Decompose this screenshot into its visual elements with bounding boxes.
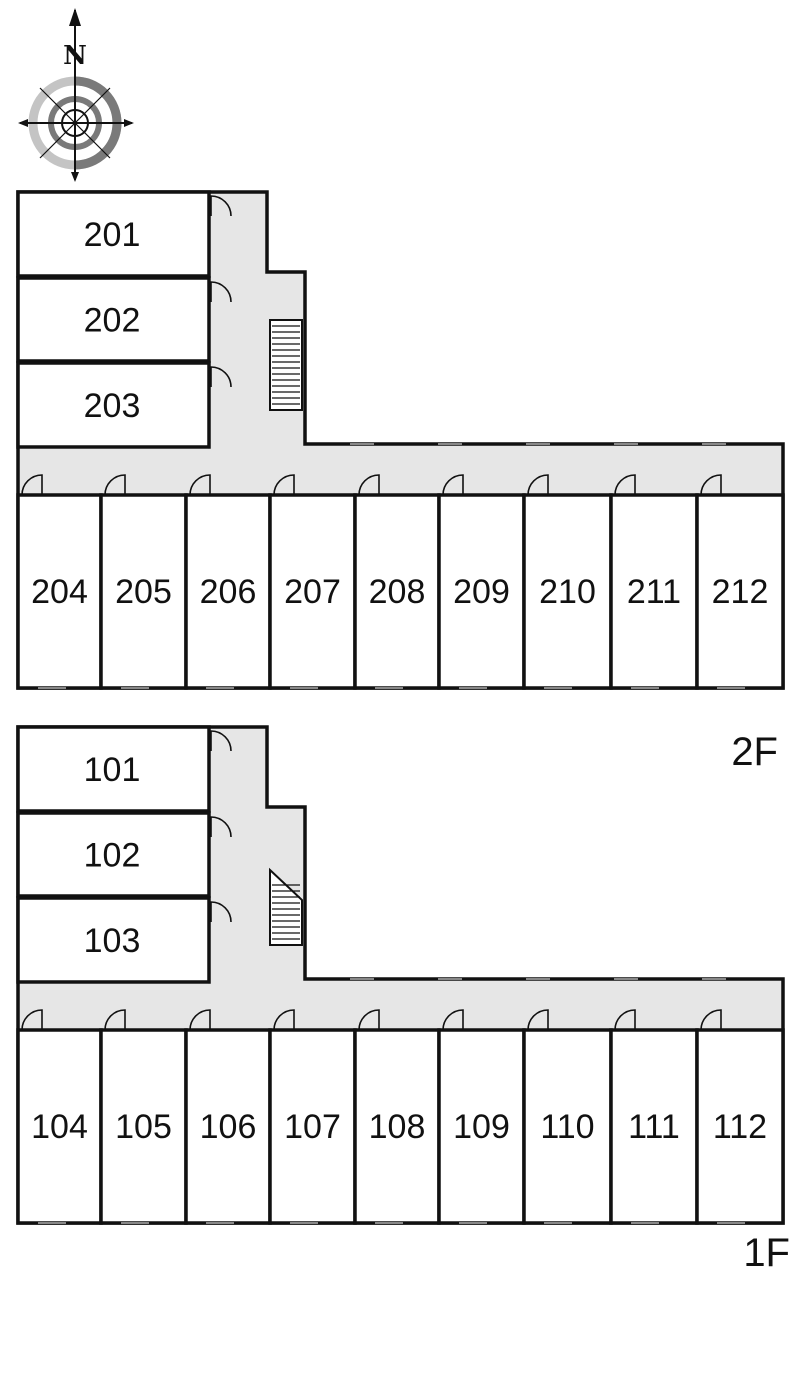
- room-label-206: 206: [200, 573, 257, 611]
- room-108: [353, 1028, 441, 1225]
- room-209: [437, 493, 526, 690]
- room-107: [268, 1028, 357, 1225]
- door-symbol: [273, 1009, 295, 1031]
- room-label-201: 201: [84, 216, 141, 254]
- door-symbol: [104, 1009, 126, 1031]
- room-label-202: 202: [84, 302, 141, 340]
- room-206: [184, 493, 272, 690]
- room-211: [609, 493, 699, 690]
- room-label-111: 111: [628, 1108, 680, 1146]
- door-symbol: [273, 474, 295, 496]
- room-label-208: 208: [369, 573, 426, 611]
- floor-label-2f: 2F: [731, 730, 778, 774]
- door-symbol: [700, 474, 722, 496]
- room-label-110: 110: [540, 1108, 594, 1146]
- door-symbol: [527, 1009, 549, 1031]
- room-202: [16, 276, 211, 363]
- door-symbol: [442, 474, 464, 496]
- door-symbol: [614, 474, 636, 496]
- door-symbol: [210, 195, 232, 217]
- compass-rose-icon: N: [18, 8, 134, 182]
- door-symbol: [527, 474, 549, 496]
- door-symbol: [189, 1009, 211, 1031]
- door-symbol: [442, 1009, 464, 1031]
- door-symbol: [210, 281, 232, 303]
- room-label-212: 212: [712, 573, 769, 611]
- room-label-106: 106: [200, 1108, 257, 1146]
- room-label-108: 108: [369, 1108, 426, 1146]
- stairs-icon: [269, 319, 303, 411]
- room-110: [522, 1028, 613, 1225]
- door-symbol: [189, 474, 211, 496]
- room-label-101: 101: [84, 751, 141, 789]
- room-105: [99, 1028, 188, 1225]
- door-symbol: [700, 1009, 722, 1031]
- floor-2f-plan: 201 202 203 204 205 206 207 208 209 210 211 212: [16, 190, 785, 690]
- room-201: [16, 190, 211, 278]
- room-103: [16, 896, 211, 984]
- room-label-112: 112: [713, 1108, 767, 1146]
- door-symbol: [210, 901, 232, 923]
- room-label-210: 210: [539, 573, 596, 611]
- door-symbol: [210, 730, 232, 752]
- door-symbol: [21, 1009, 43, 1031]
- room-101: [16, 725, 211, 813]
- floor-label-1f: 1F: [743, 1231, 790, 1275]
- compass-north-label: N: [63, 41, 87, 71]
- room-label-205: 205: [115, 573, 172, 611]
- door-symbol: [358, 474, 380, 496]
- room-203: [16, 361, 211, 449]
- room-label-103: 103: [84, 922, 141, 960]
- room-label-107: 107: [284, 1108, 341, 1146]
- floor-1f-plan: 101 102 103 104 105 106 107 108 109 110 111 112: [16, 725, 785, 1225]
- room-112: [695, 1028, 785, 1225]
- room-label-104: 104: [31, 1108, 88, 1146]
- door-symbol: [358, 1009, 380, 1031]
- room-label-102: 102: [84, 837, 141, 875]
- room-205: [99, 493, 188, 690]
- door-symbol: [614, 1009, 636, 1031]
- door-symbol: [210, 816, 232, 838]
- door-symbol: [210, 366, 232, 388]
- room-204: [16, 493, 103, 690]
- room-106: [184, 1028, 272, 1225]
- room-label-204: 204: [31, 573, 88, 611]
- room-label-209: 209: [453, 573, 510, 611]
- door-symbol: [104, 474, 126, 496]
- door-symbol: [21, 474, 43, 496]
- room-label-105: 105: [115, 1108, 172, 1146]
- room-102: [16, 811, 211, 898]
- room-label-207: 207: [284, 573, 341, 611]
- room-label-211: 211: [627, 573, 681, 611]
- stairs-icon: [269, 867, 303, 946]
- room-label-109: 109: [453, 1108, 510, 1146]
- room-label-203: 203: [84, 387, 141, 425]
